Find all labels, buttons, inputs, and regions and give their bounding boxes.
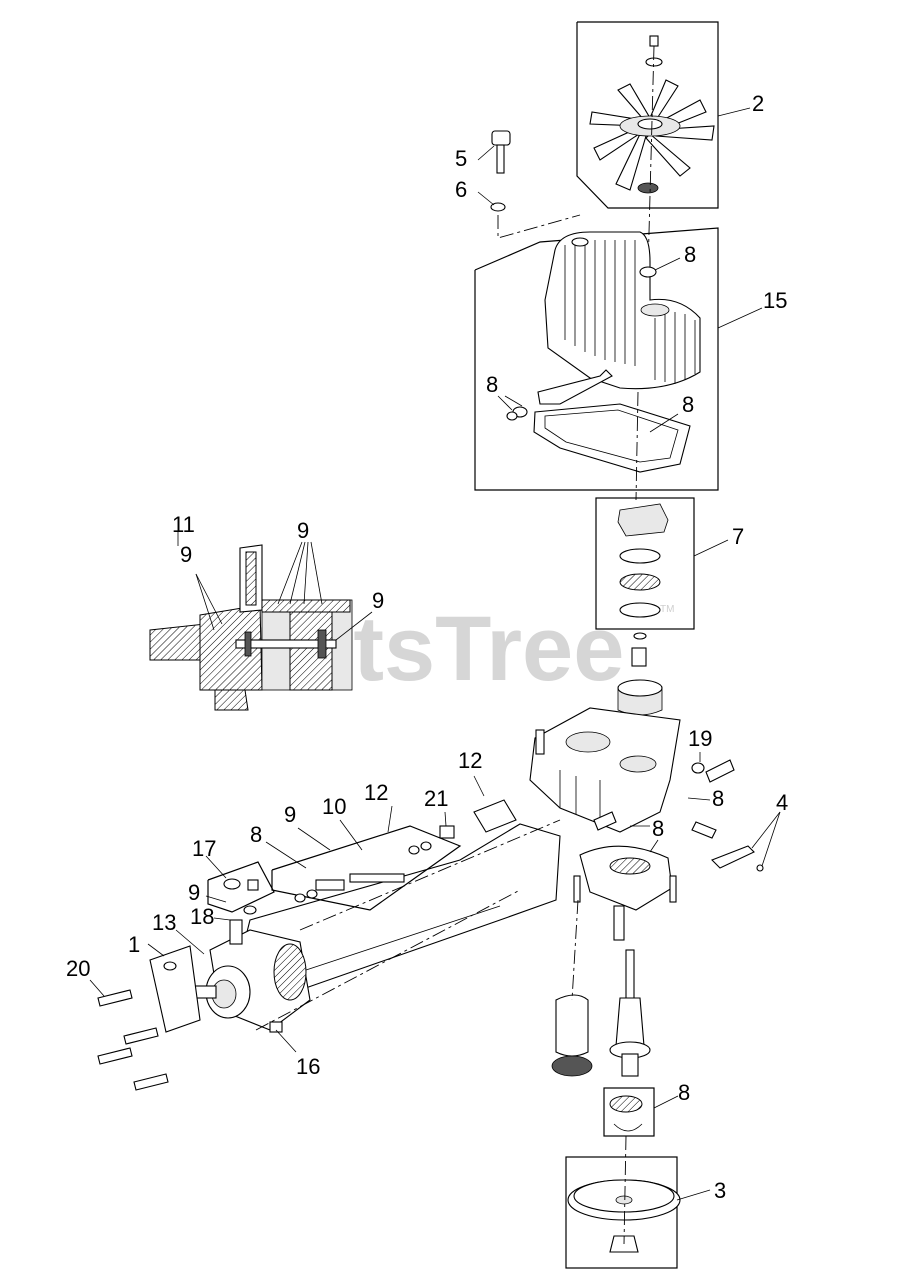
bolt-20c — [97, 1047, 133, 1065]
output-shaft-upper — [625, 949, 635, 1001]
shaft-seal-inner — [506, 411, 518, 421]
cross-section-view: 11 9 9 9 — [149, 512, 384, 711]
callout-9e: 9 — [188, 880, 200, 905]
bearing-kit-box — [595, 497, 695, 630]
bolt-20d — [133, 1073, 169, 1091]
fan-hub — [637, 182, 659, 194]
callout-8a: 8 — [684, 242, 696, 267]
o-ring-19 — [691, 762, 705, 774]
control-shaft — [537, 369, 613, 405]
watermark-trademark: TM — [660, 604, 674, 615]
cap-seal — [490, 202, 506, 212]
fan-kit-box — [576, 21, 719, 209]
callout-8b: 8 — [486, 372, 498, 397]
linkage-fitting — [691, 821, 717, 839]
wheel-motor-group: 1 13 16 — [128, 819, 561, 1079]
housing-bracket — [473, 799, 517, 833]
output-bearing — [609, 1095, 643, 1113]
center-section-housing — [529, 707, 681, 833]
housing-kit-box — [474, 227, 719, 491]
fill-cap-stem — [496, 144, 505, 174]
check-valve — [593, 811, 617, 831]
swashplate-block — [617, 503, 669, 537]
shaft-spacer — [315, 879, 345, 891]
callout-9b: 9 — [297, 518, 309, 543]
center-section-group: 19 8 4 8 — [529, 707, 788, 872]
callout-8d: 8 — [712, 786, 724, 811]
callout-12b: 12 — [364, 780, 388, 805]
callout-8f: 8 — [678, 1080, 690, 1105]
lower-housing-group — [573, 839, 677, 941]
callout-16: 16 — [296, 1054, 320, 1079]
fill-cap-group: 5 6 — [455, 130, 581, 239]
callout-10: 10 — [322, 794, 346, 819]
pump-internal-group — [617, 632, 663, 716]
pulley-kit-group: 3 — [565, 1135, 726, 1269]
control-arm — [711, 845, 755, 869]
oil-filter — [555, 994, 589, 1057]
callout-11: 11 — [172, 512, 195, 537]
section-shaft — [235, 639, 337, 649]
housing-seal — [639, 266, 657, 278]
output-shaft-group: 8 — [551, 899, 690, 1137]
callout-9d: 9 — [284, 802, 296, 827]
callout-9a: 9 — [180, 542, 192, 567]
motor-end-cap — [579, 845, 673, 911]
cooling-fan — [589, 79, 715, 191]
motor-gasket — [149, 945, 201, 1033]
thrust-bearing — [619, 573, 661, 591]
callout-20: 20 — [66, 956, 90, 981]
housing-gasket — [533, 403, 691, 473]
callout-21: 21 — [424, 786, 448, 811]
callout-18: 18 — [190, 904, 214, 929]
callout-7: 7 — [732, 524, 744, 549]
brake-parts-box — [207, 861, 275, 913]
callout-3: 3 — [714, 1178, 726, 1203]
callout-17: 17 — [192, 836, 216, 861]
upper-housing — [544, 231, 701, 390]
callout-1: 1 — [128, 932, 140, 957]
fitting-19 — [705, 759, 735, 783]
pulley-kit-box — [565, 1156, 678, 1269]
bolt-20b — [123, 1027, 159, 1045]
thrust-washer-top — [619, 548, 661, 564]
callout-2: 2 — [752, 91, 764, 116]
callout-9c: 9 — [372, 588, 384, 613]
callout-15: 15 — [763, 288, 787, 313]
bearing-kit-group: 7 — [595, 497, 744, 630]
callout-8c: 8 — [682, 392, 694, 417]
brake-disc — [273, 943, 307, 1001]
shaft-pin — [349, 873, 405, 883]
callout-8e: 8 — [652, 816, 664, 841]
fan-kit-group: 2 — [576, 21, 764, 271]
output-shaft-gear — [615, 997, 645, 1047]
thrust-washer-bottom — [619, 602, 661, 618]
brake-parts-group: 17 9 18 — [188, 836, 275, 929]
fan-bolt — [649, 35, 659, 47]
bolt-20a — [97, 989, 133, 1007]
shaft-parts-group: 12 10 9 8 — [250, 780, 462, 911]
callout-6: 6 — [455, 177, 467, 202]
shaft-parts-box — [271, 825, 462, 911]
mounting-bolts-group: 20 — [66, 956, 169, 1091]
fill-cap — [491, 130, 511, 146]
callout-4: 4 — [776, 790, 788, 815]
brake-cap — [223, 878, 241, 890]
seal-kit-box — [603, 1087, 655, 1137]
callout-12a: 12 — [458, 748, 482, 773]
callout-19: 19 — [688, 726, 712, 751]
callout-8g: 8 — [250, 822, 262, 847]
callout-13: 13 — [152, 910, 176, 935]
pump-spring — [631, 647, 647, 667]
bolt-21 — [439, 825, 455, 839]
callout-5: 5 — [455, 146, 467, 171]
housing-kit-group: 15 8 8 8 — [474, 227, 787, 501]
motor-bolt — [613, 905, 625, 941]
center-bolt — [535, 729, 545, 755]
